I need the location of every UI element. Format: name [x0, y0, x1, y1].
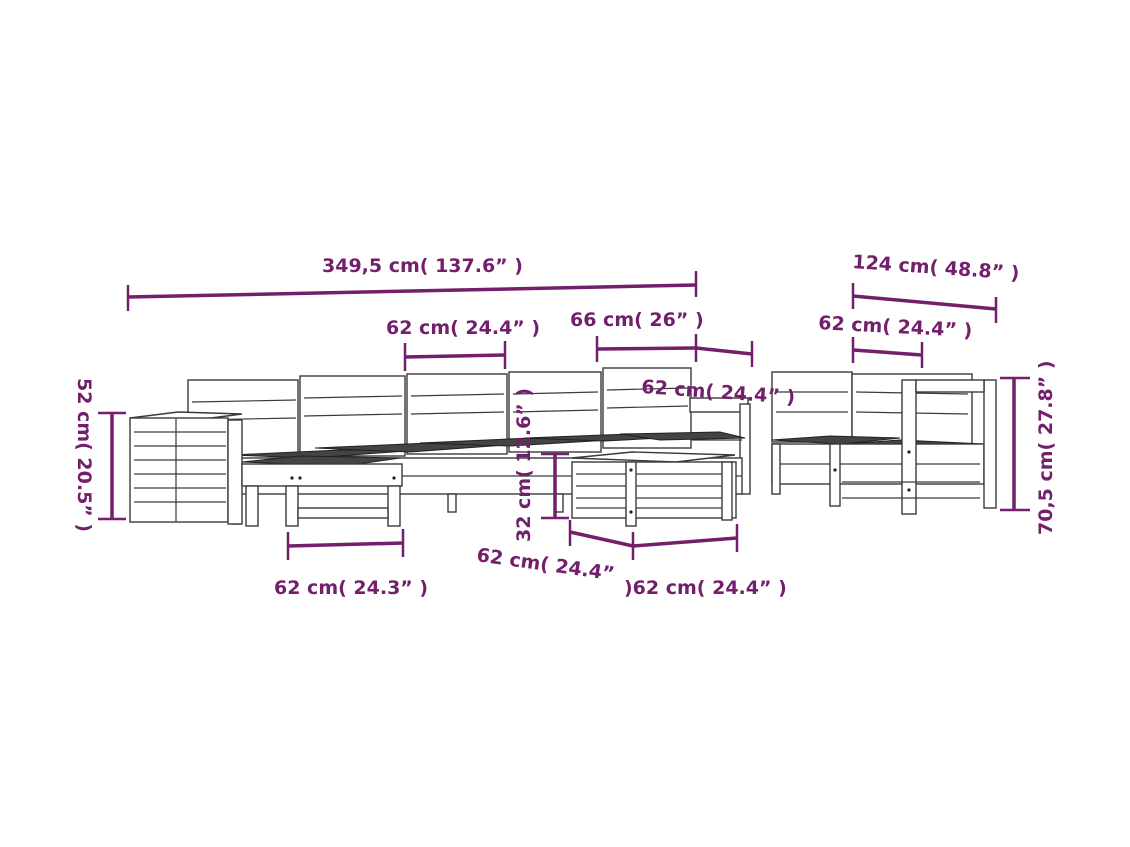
middle-width-label: 62 cm( 24.4” ): [386, 317, 540, 339]
set-depth-label: 124 cm( 48.8” ): [852, 251, 1020, 285]
corner-width-label: 66 cm( 26” ): [570, 309, 704, 331]
table-width-label: )62 cm( 24.4” ): [624, 577, 787, 599]
footstool-width-label: 62 cm( 24.3” ): [274, 577, 428, 599]
furniture-illustration: [129, 367, 997, 527]
coffee-table: [571, 451, 737, 527]
total-length-label: 349,5 cm( 137.6” ): [322, 255, 523, 277]
table-depth-label: 62 cm( 24.4”: [475, 544, 615, 585]
sofa-right-arm: [689, 397, 751, 495]
armchair-width-label: 62 cm( 24.4” ): [818, 312, 973, 342]
storage-box: [129, 411, 243, 525]
footstool: [241, 455, 403, 527]
box-height-label: 52 cm( 20.5” ): [73, 378, 95, 532]
height-label: 70,5 cm( 27.8” ): [1035, 360, 1057, 535]
dimension-lines: [98, 271, 1030, 560]
table-height-label: 32 cm( 12.6” ): [513, 388, 535, 542]
armchair: [771, 371, 997, 515]
